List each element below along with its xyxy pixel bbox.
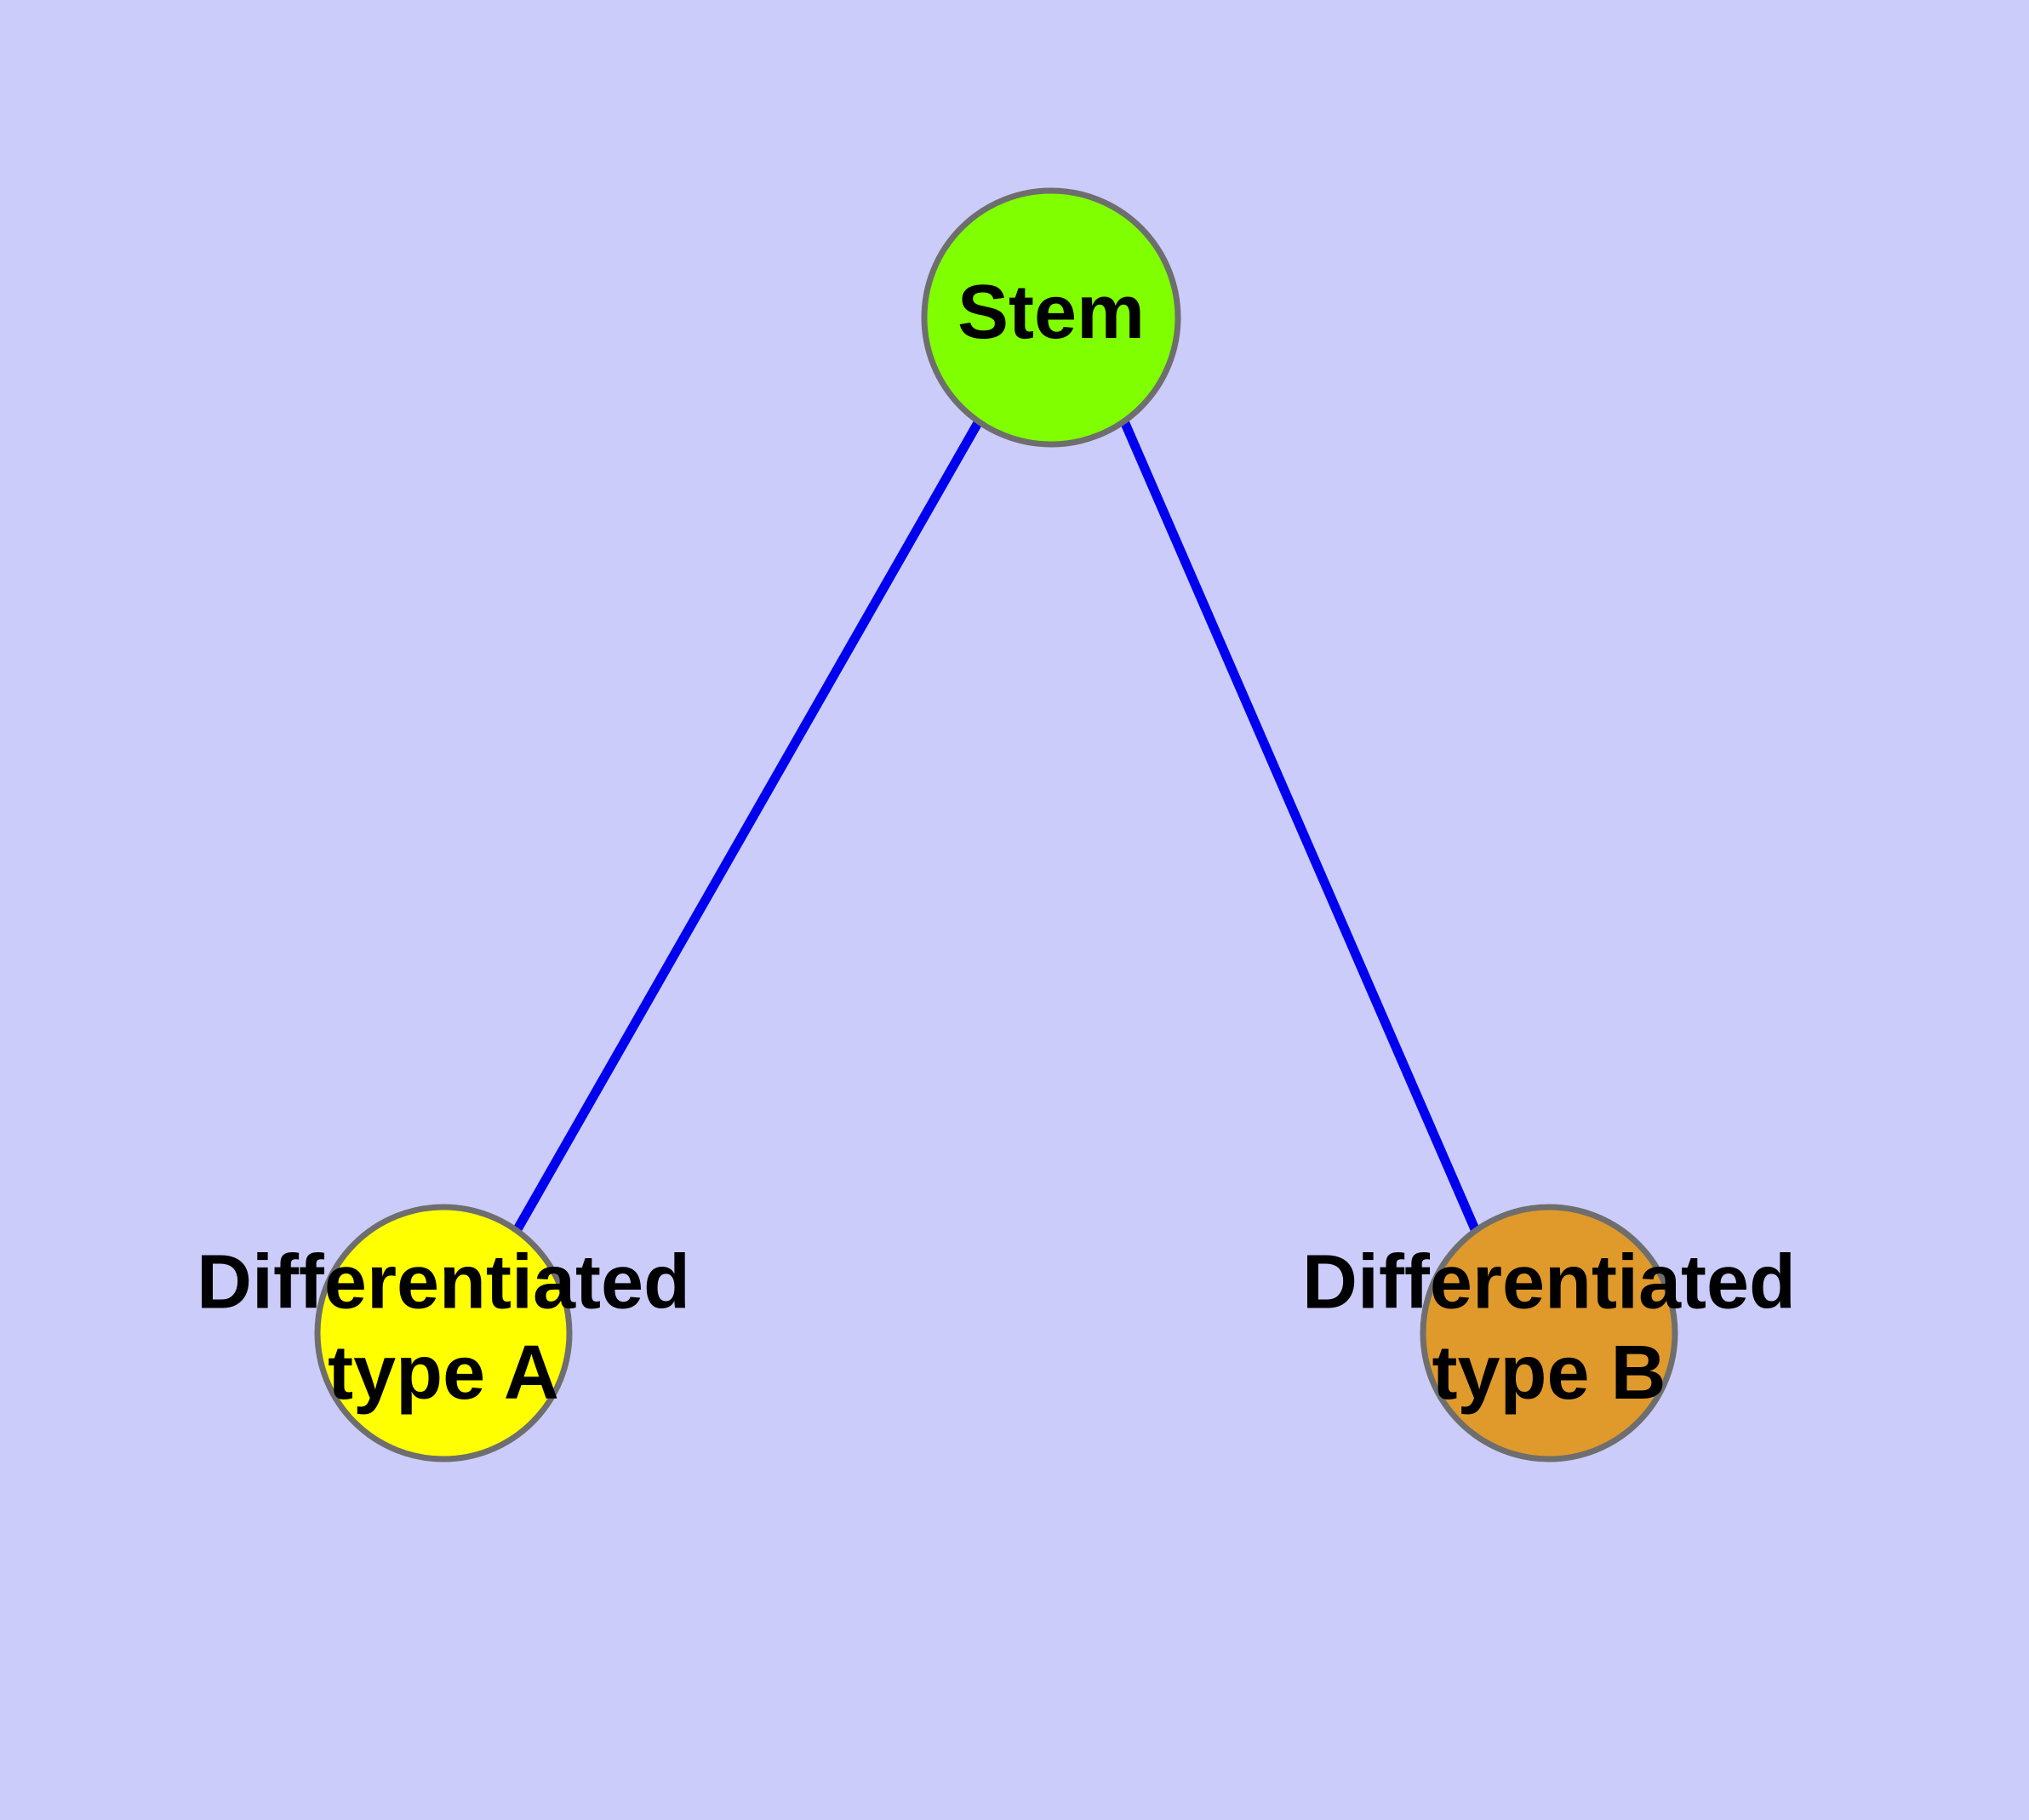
node-circle-diff-a[interactable] <box>314 1204 573 1462</box>
node-label-diff-a-line1: Differentiated <box>197 1240 690 1325</box>
node-label-diff-b-line2: type B <box>1432 1331 1666 1416</box>
node-circle-stem[interactable] <box>921 187 1181 448</box>
node-label-stem-line1: Stem <box>957 270 1145 355</box>
node-label-diff-a-line2: type A <box>328 1331 559 1416</box>
edges-layer <box>513 419 1480 1232</box>
node-circle-diff-b[interactable] <box>1420 1204 1678 1462</box>
edge-stem-diff-a[interactable] <box>513 419 983 1232</box>
node-stem[interactable]: Stem <box>921 187 1181 448</box>
node-label-diff-b-line1: Differentiated <box>1302 1240 1796 1325</box>
edge-stem-diff-b[interactable] <box>1119 419 1480 1232</box>
